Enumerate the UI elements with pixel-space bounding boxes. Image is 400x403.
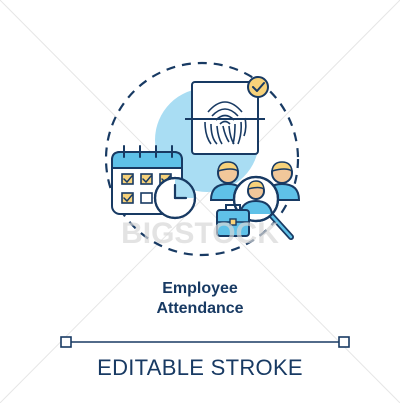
concept-title: Employee Attendance xyxy=(0,279,400,319)
employee-attendance-icon xyxy=(95,52,310,267)
editable-stroke-label: EDITABLE STROKE xyxy=(97,355,303,380)
dashed-circle xyxy=(104,61,300,257)
checkmark-badge-icon xyxy=(247,76,269,98)
title-line-1: Employee xyxy=(162,280,238,297)
clock-icon xyxy=(153,176,197,220)
fingerprint-scanner-icon xyxy=(185,81,265,155)
divider-line xyxy=(60,336,350,348)
briefcase-icon xyxy=(216,204,250,237)
title-line-2: Attendance xyxy=(156,300,244,317)
